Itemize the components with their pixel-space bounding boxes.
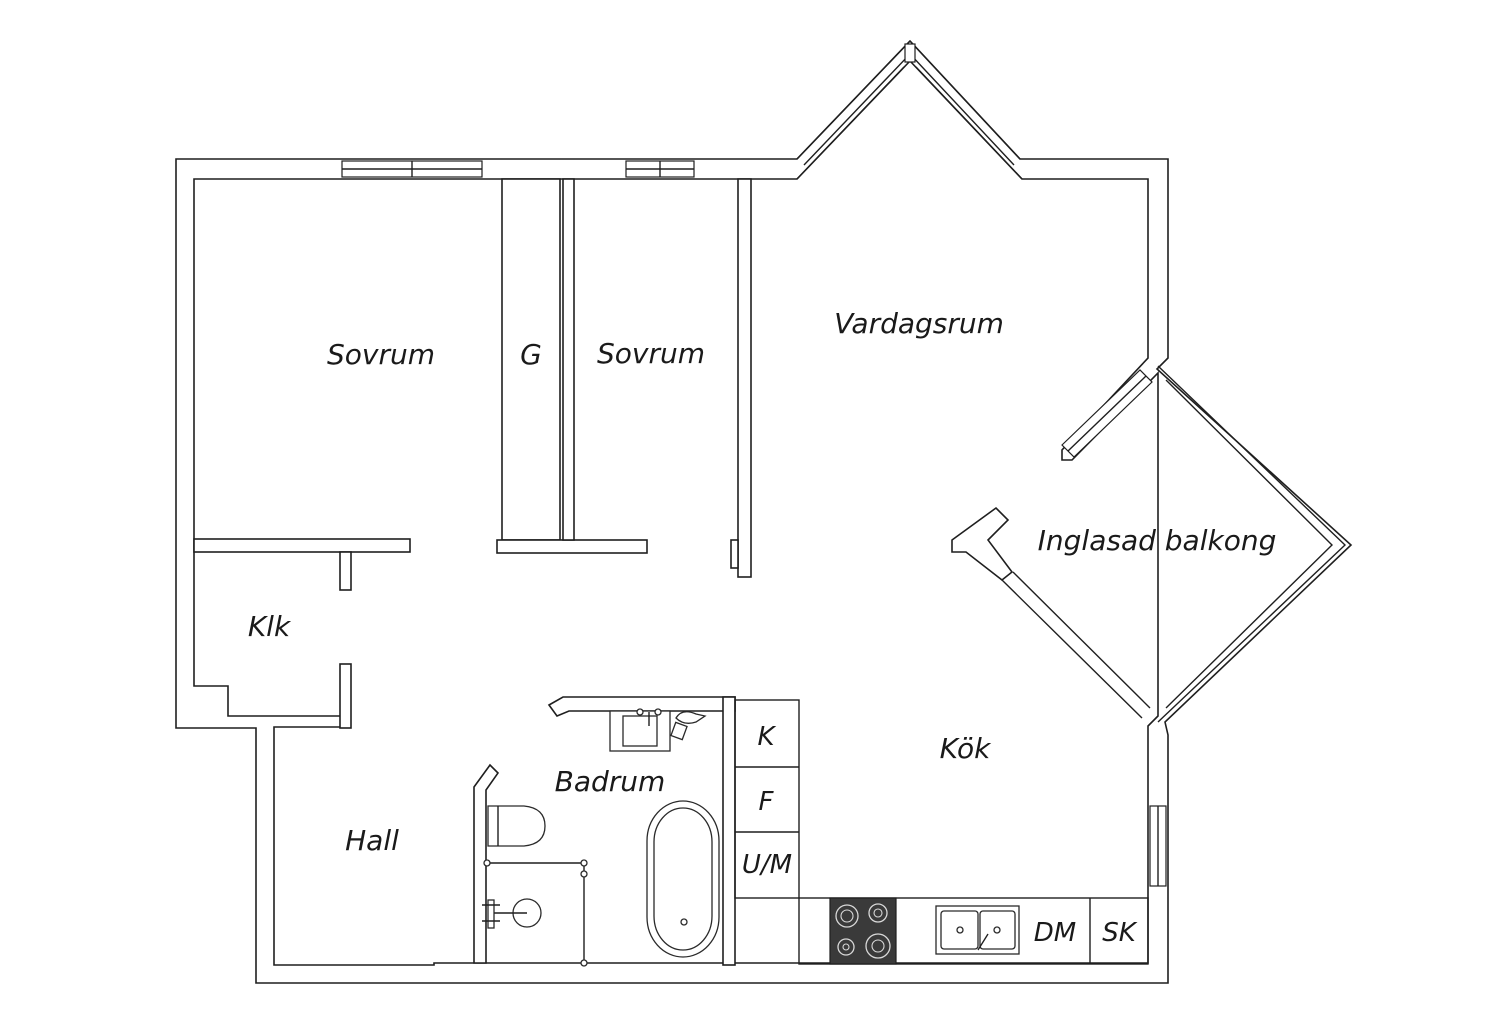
shower-icon <box>482 859 588 967</box>
balcony-frame-inner <box>1165 379 1333 709</box>
kitchen-counter <box>798 897 1149 965</box>
label-vardagsrum: Vardagsrum <box>834 307 1004 340</box>
window-bedroom1 <box>341 160 483 178</box>
kitchen-sink-icon <box>935 905 1020 955</box>
cabinet-column <box>734 699 800 899</box>
wall-closet-right <box>562 178 575 541</box>
window-kitchen <box>1149 805 1167 887</box>
label-dm: DM <box>1034 918 1076 948</box>
label-sovrum-1: Sovrum <box>327 338 435 371</box>
label-sk: SK <box>1102 918 1138 948</box>
wall-klk-right-lower <box>339 663 352 729</box>
balcony-opening-lines <box>1001 571 1151 719</box>
wall-closet-left <box>501 178 561 541</box>
window-bay-left <box>796 40 1023 180</box>
wall-bath-right <box>722 696 736 966</box>
label-f: F <box>759 787 775 817</box>
wall-bedroom2-right <box>737 178 752 578</box>
bathroom-sink-icon <box>609 708 671 752</box>
balcony-frame-outer <box>1157 365 1347 723</box>
wall-klk-right-upper <box>339 551 352 591</box>
wall-closet-bottom <box>496 539 648 554</box>
label-hall: Hall <box>345 824 399 857</box>
window-living-right <box>1061 369 1153 458</box>
label-badrum: Badrum <box>555 765 666 798</box>
balcony-door-stub <box>951 506 1014 582</box>
label-garderob: G <box>520 338 542 371</box>
label-um: U/M <box>742 850 792 880</box>
wall-bedroom2-nub <box>730 539 739 569</box>
label-sovrum-2: Sovrum <box>597 337 705 370</box>
label-k: K <box>757 722 776 752</box>
bathtub-icon <box>646 800 720 958</box>
label-klk: Klk <box>248 610 292 643</box>
washing-tap-icon <box>670 711 707 741</box>
window-bedroom2 <box>625 160 695 178</box>
label-balkong: Inglasad balkong <box>1038 524 1277 557</box>
toilet-icon <box>487 805 546 847</box>
stove-icon <box>829 897 897 965</box>
label-kok: Kök <box>940 732 992 765</box>
wall-bedroom1-bottom <box>193 538 411 553</box>
